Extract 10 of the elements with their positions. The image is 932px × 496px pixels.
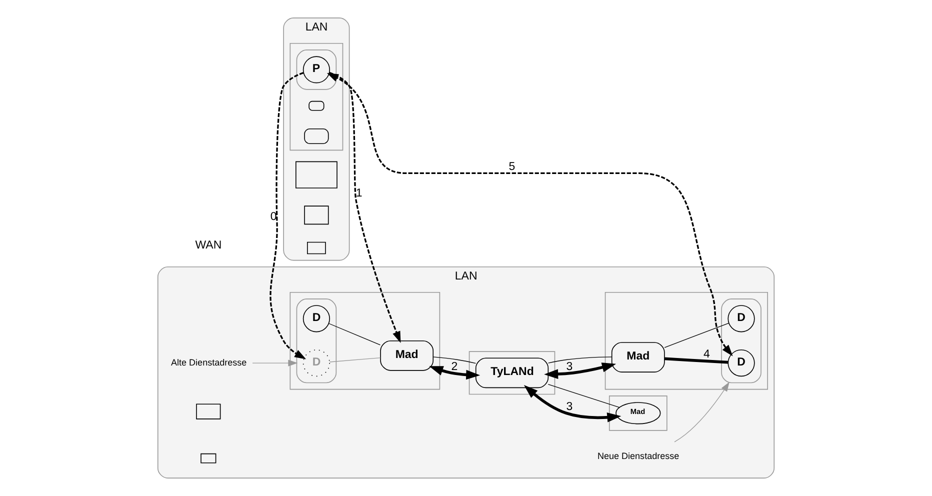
edge-label: 3 <box>566 360 573 373</box>
edge-label: 3 <box>566 401 573 414</box>
edge-label: 0 <box>270 210 277 223</box>
label: WAN <box>195 240 222 252</box>
node-text: Neue Dienstadresse <box>597 451 680 462</box>
edge-label: 5 <box>508 161 516 174</box>
edge-label: 4 <box>703 348 710 360</box>
edge-label: 1 <box>356 187 362 200</box>
node-text: Alte Dienstadresse <box>171 357 247 368</box>
edge-label: 2 <box>451 360 458 373</box>
